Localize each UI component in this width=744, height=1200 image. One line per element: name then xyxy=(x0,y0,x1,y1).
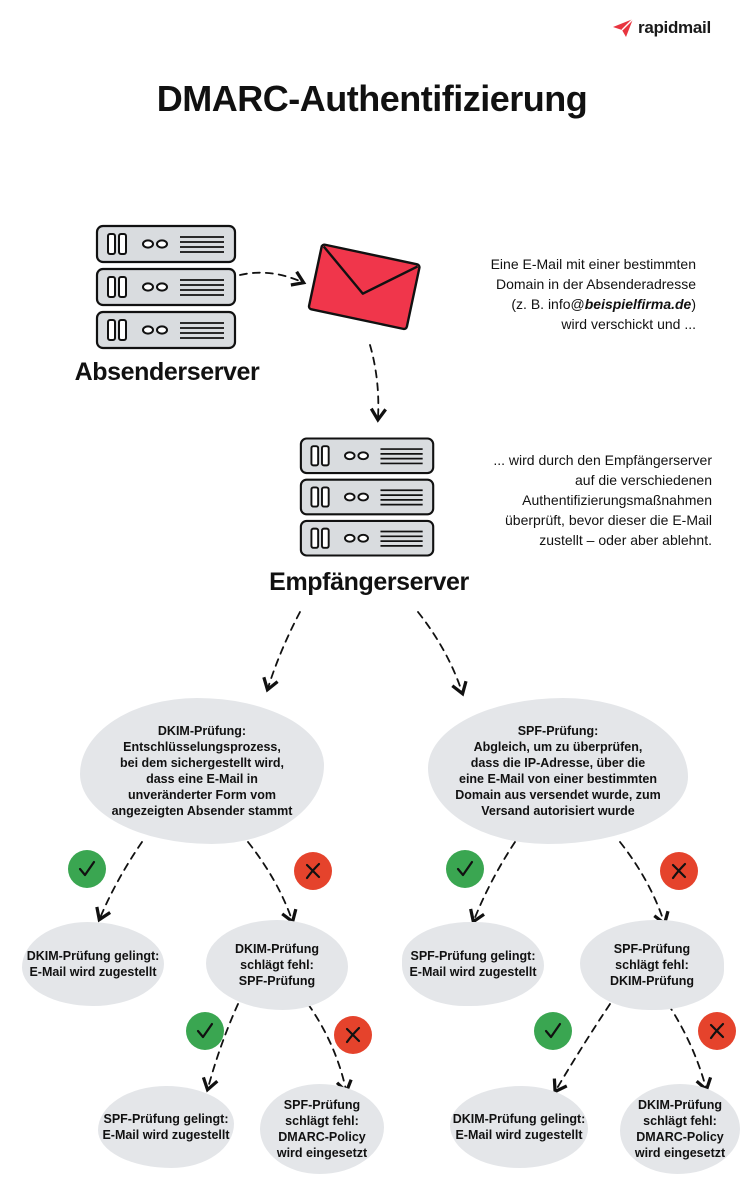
receiver-desc-line: ... wird durch den Empfängerserver xyxy=(493,452,712,468)
fail-badge xyxy=(294,852,332,890)
arrow-spffail-to-fail xyxy=(667,1003,713,1093)
right-fail-success-node: DKIM-Prüfung gelingt:E-Mail wird zugeste… xyxy=(450,1086,588,1168)
check-icon xyxy=(544,1022,562,1039)
cross-icon xyxy=(345,1026,361,1044)
sender-desc-line: wird verschickt und ... xyxy=(561,316,696,332)
success-badge xyxy=(68,850,106,888)
dkim-check-node: DKIM-Prüfung:Entschlüsselungsprozess,bei… xyxy=(80,698,324,844)
sender-desc-line: (z. B. info@beispielfirma.de) xyxy=(511,296,696,312)
success-badge xyxy=(534,1012,572,1050)
arrow-mail-to-receiver xyxy=(369,344,387,423)
receiver-server-icon xyxy=(299,437,435,557)
cross-icon xyxy=(709,1022,725,1040)
arrow-sender-to-mail xyxy=(239,270,307,287)
envelope-icon xyxy=(307,243,421,331)
sender-desc-line: Domain in der Absenderadresse xyxy=(495,276,696,292)
receiver-desc-line: Authentifizierungsmaßnahmen xyxy=(522,492,712,508)
success-badge xyxy=(186,1012,224,1050)
left-success-node: DKIM-Prüfung gelingt:E-Mail wird zugeste… xyxy=(22,922,164,1006)
receiver-label: Empfängerserver xyxy=(269,568,469,596)
check-icon xyxy=(196,1022,214,1039)
cross-icon xyxy=(305,862,321,880)
sender-server-icon xyxy=(95,224,237,350)
fail-badge xyxy=(698,1012,736,1050)
sender-description: Eine E-Mail mit einer bestimmten Domain … xyxy=(430,254,696,334)
receiver-desc-line: zustellt – oder aber ablehnt. xyxy=(539,532,712,548)
arrow-dkim-to-fail xyxy=(247,841,298,925)
arrow-spf-to-success xyxy=(469,841,516,925)
check-icon xyxy=(456,860,474,877)
brand-logo: rapidmail xyxy=(612,16,724,40)
receiver-desc-line: überprüft, bevor dieser die E-Mail xyxy=(505,512,712,528)
paper-plane-icon xyxy=(613,18,634,37)
check-icon xyxy=(78,860,96,877)
right-success-node: SPF-Prüfung gelingt:E-Mail wird zugestel… xyxy=(402,922,544,1006)
cross-icon xyxy=(671,862,687,880)
page-title: DMARC-Authentifizierung xyxy=(156,78,588,119)
arrow-receiver-to-spf xyxy=(417,611,468,697)
spf-check-node: SPF-Prüfung:Abgleich, um zu überprüfen,d… xyxy=(428,698,688,844)
success-badge xyxy=(446,850,484,888)
arrow-spf-to-fail xyxy=(619,841,670,927)
receiver-desc-line: auf die verschiedenen xyxy=(575,472,712,488)
sender-desc-line: Eine E-Mail mit einer bestimmten xyxy=(490,256,696,272)
arrow-dkim-to-success xyxy=(95,841,143,923)
sender-label: Absenderserver xyxy=(74,358,260,386)
left-fail-success-node: SPF-Prüfung gelingt:E-Mail wird zugestel… xyxy=(98,1086,234,1168)
fail-badge xyxy=(660,852,698,890)
brand-name: rapidmail xyxy=(638,18,711,37)
fail-badge xyxy=(334,1016,372,1054)
receiver-description: ... wird durch den Empfängerserver auf d… xyxy=(440,450,712,550)
arrow-receiver-to-dkim xyxy=(262,611,301,693)
